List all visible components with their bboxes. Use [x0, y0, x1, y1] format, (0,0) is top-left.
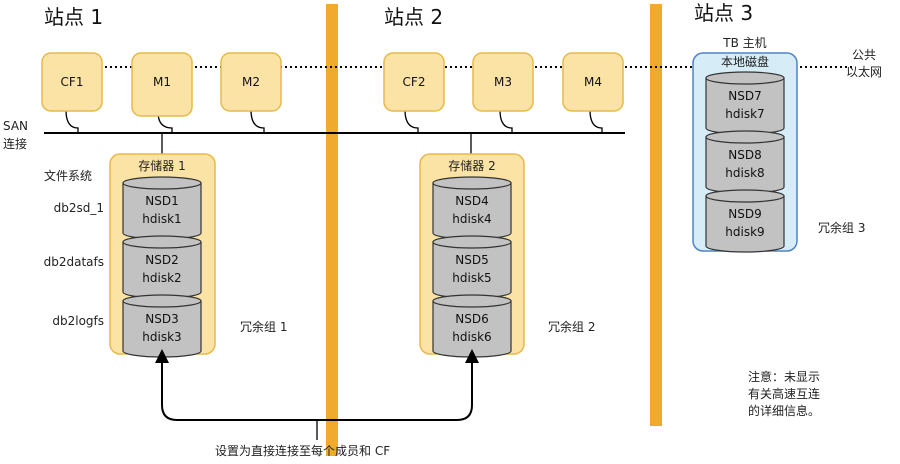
disk-nsd-label: NSD4 — [455, 194, 488, 208]
disk-nsd-label: NSD1 — [145, 194, 178, 208]
disk-hdisk-label: hdisk6 — [452, 330, 491, 344]
direct-connection-line — [155, 349, 479, 421]
connector-m3 — [499, 109, 513, 133]
member-m4: M4 — [562, 52, 624, 112]
disk-hdisk-label: hdisk2 — [142, 271, 181, 285]
svg-text:M1: M1 — [153, 75, 171, 89]
group-label-3: 冗余组 3 — [818, 220, 865, 235]
disk-hdisk-label: hdisk1 — [142, 212, 181, 226]
note-line-2: 有关高速互连 — [748, 386, 820, 401]
disk-nsd7: NSD7 hdisk7 — [705, 71, 785, 135]
tb-host-title-1: TB 主机 — [722, 36, 766, 50]
san-label-1: SAN — [3, 119, 28, 133]
svg-text:CF1: CF1 — [61, 75, 84, 89]
disk-hdisk-label: hdisk3 — [142, 330, 181, 344]
member-m2: M2 — [220, 52, 282, 112]
filesystem-header: 文件系统 — [44, 168, 92, 183]
disk-nsd1: NSD1 hdisk1 — [122, 176, 202, 240]
disk-hdisk-label: hdisk7 — [725, 107, 764, 121]
member-m3: M3 — [472, 52, 534, 112]
svg-text:CF2: CF2 — [403, 75, 426, 89]
ethernet-label-2: 以太网 — [846, 64, 882, 79]
group-label-1: 冗余组 1 — [240, 319, 287, 334]
disk-nsd8: NSD8 hdisk8 — [705, 130, 785, 194]
disk-nsd-label: NSD8 — [728, 148, 761, 162]
connector-m4 — [589, 109, 603, 133]
disk-nsd9: NSD9 hdisk9 — [705, 189, 785, 253]
tb-host-title-2: 本地磁盘 — [721, 54, 769, 69]
ethernet-label-1: 公共 — [852, 48, 876, 62]
disk-nsd2: NSD2 hdisk2 — [122, 235, 202, 299]
site-divider-1 — [326, 4, 338, 456]
connector-cf2 — [404, 109, 419, 133]
disk-nsd-label: NSD2 — [145, 253, 178, 267]
svg-text:M3: M3 — [494, 75, 512, 89]
member-cf1: CF1 — [41, 52, 103, 112]
connector-cf1 — [65, 109, 79, 133]
filesystem-db2sd: db2sd_1 — [54, 201, 104, 215]
svg-text:M2: M2 — [242, 75, 260, 89]
member-m1: M1 — [131, 52, 193, 117]
site-divider-2 — [650, 4, 662, 426]
disk-nsd4: NSD4 hdisk4 — [432, 176, 512, 240]
disk-hdisk-label: hdisk5 — [452, 271, 491, 285]
connector-m2 — [250, 109, 265, 133]
disk-nsd-label: NSD9 — [728, 207, 761, 221]
disk-nsd5: NSD5 hdisk5 — [432, 235, 512, 299]
filesystem-db2logfs: db2logfs — [52, 314, 104, 328]
group-label-2: 冗余组 2 — [548, 319, 595, 334]
disk-hdisk-label: hdisk8 — [725, 166, 764, 180]
disk-nsd6: NSD6 hdisk6 — [432, 294, 512, 358]
disk-nsd3: NSD3 hdisk3 — [122, 294, 202, 358]
disk-nsd-label: NSD7 — [728, 89, 761, 103]
disk-nsd-label: NSD3 — [145, 312, 178, 326]
site-title-2: 站点 2 — [384, 5, 443, 29]
direct-connection-caption: 设置为直接连接至每个成员和 CF — [215, 443, 390, 458]
site-title-1: 站点 1 — [44, 5, 103, 29]
svg-text:M4: M4 — [584, 75, 602, 89]
filesystem-db2datafs: db2datafs — [44, 255, 104, 269]
disk-hdisk-label: hdisk4 — [452, 212, 491, 226]
note-line-3: 的详细信息。 — [748, 403, 820, 418]
member-cf2: CF2 — [383, 52, 445, 112]
disk-nsd-label: NSD6 — [455, 312, 488, 326]
storage-1-title: 存储器 1 — [138, 158, 185, 173]
storage-2-title: 存储器 2 — [448, 158, 495, 173]
note-line-1: 注意：未显示 — [748, 369, 820, 384]
site-title-3: 站点 3 — [694, 1, 753, 25]
san-label-2: 连接 — [3, 136, 27, 151]
disk-nsd-label: NSD5 — [455, 253, 488, 267]
disk-hdisk-label: hdisk9 — [725, 225, 764, 239]
